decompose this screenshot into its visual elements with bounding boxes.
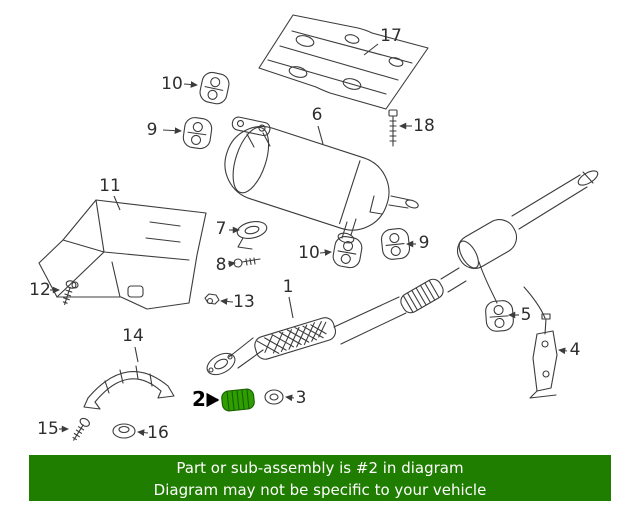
callout-13: 13 [233, 292, 255, 312]
part-front-exhaust-pipe [206, 296, 407, 376]
part-bracket-4 [529, 313, 558, 399]
footer-banner: Part or sub-assembly is #2 in diagram Di… [29, 455, 611, 501]
callout-3: 3 [296, 388, 307, 408]
callout-17: 17 [380, 26, 402, 46]
part-hanger-10-mid [332, 236, 363, 269]
callout-10-mid: 10 [298, 243, 320, 263]
part-gasket-7 [236, 221, 268, 250]
part-small-heat-shield [83, 365, 175, 410]
callout-14-leader [134, 346, 139, 363]
callout-15: 15 [37, 419, 59, 439]
callout-18: 18 [413, 116, 435, 136]
callout-1-leader [288, 296, 294, 319]
part-muffler [224, 116, 419, 244]
banner-line1: Part or sub-assembly is #2 in diagram [176, 459, 464, 477]
part-hanger-5 [485, 300, 514, 332]
callout-13-arrow [220, 298, 234, 305]
callout-5: 5 [521, 305, 532, 325]
callout-1: 1 [283, 277, 294, 297]
part-hanger-9-mid [380, 228, 411, 260]
part-upper-heat-shield [258, 14, 429, 110]
part-bolt-15 [72, 417, 90, 441]
part-rear-pipe [400, 170, 599, 319]
callout-11-leader [113, 195, 121, 211]
callout-4: 4 [570, 340, 581, 360]
part-bolt-18 [388, 109, 398, 147]
callout-12: 12 [29, 280, 51, 300]
callouts: 17 10 9 6 18 11 7 8 10 9 12 13 1 [29, 26, 580, 443]
part-lower-heat-shield [38, 199, 207, 310]
callout-16: 16 [147, 423, 169, 443]
callout-10-top: 10 [161, 74, 183, 94]
part-nut-13 [204, 293, 220, 305]
callout-4-arrow [558, 347, 568, 355]
callout-16-arrow [137, 429, 149, 436]
callout-7: 7 [216, 219, 227, 239]
part-hanger-10-top [199, 71, 230, 105]
callout-17-leader [363, 43, 379, 56]
part-grommet-16 [112, 423, 136, 439]
part-screw-12 [62, 280, 77, 306]
callout-10-top-arrow [183, 81, 198, 88]
part-ring-gasket-3 [264, 389, 284, 405]
callout-14: 14 [122, 326, 144, 346]
callout-8-arrow [227, 260, 236, 268]
callout-3-arrow [285, 394, 295, 402]
callout-2-highlighted: 2 [192, 387, 206, 411]
part-hanger-9-top [182, 117, 213, 150]
part-seal-2-highlighted [221, 388, 255, 412]
callout-6-leader [317, 125, 324, 145]
callout-9-mid: 9 [419, 233, 430, 253]
callout-8: 8 [216, 255, 227, 275]
banner-line2: Diagram may not be specific to your vehi… [153, 481, 487, 499]
callout-6: 6 [312, 105, 323, 125]
part-bolt-8 [233, 257, 261, 268]
callout-11: 11 [99, 176, 121, 196]
callout-9-top: 9 [147, 120, 158, 140]
callout-9-top-arrow [162, 127, 182, 135]
callout-10-mid-arrow [319, 249, 332, 256]
